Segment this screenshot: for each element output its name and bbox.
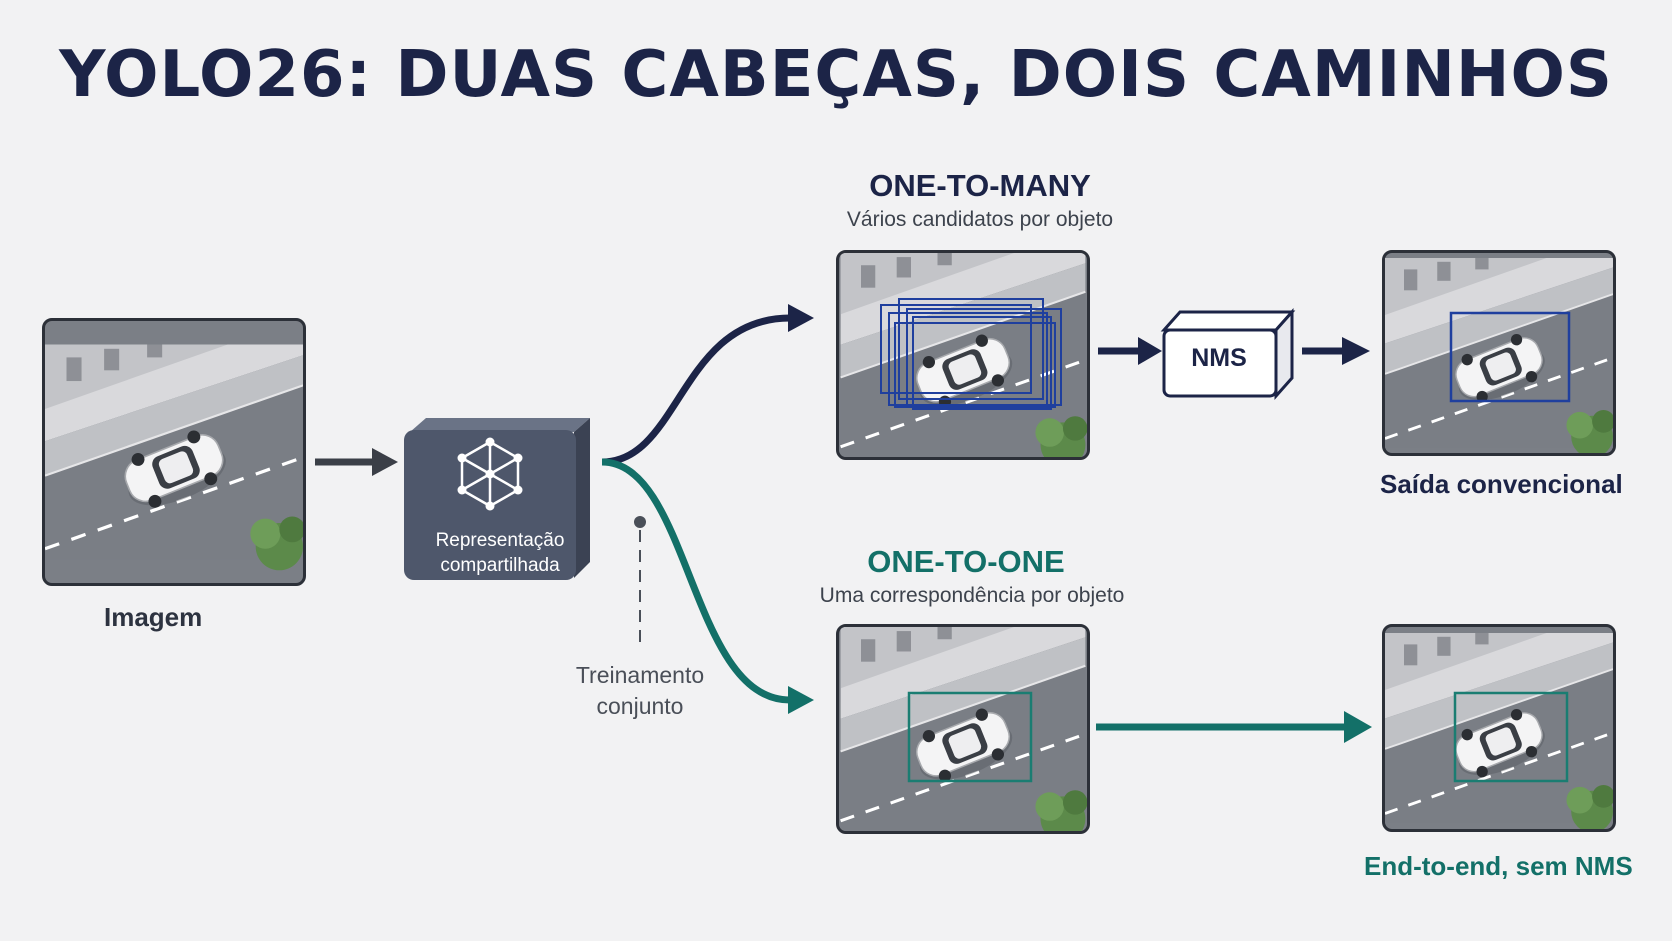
one-to-one-title: ONE-TO-ONE (867, 544, 1065, 579)
arrowhead-oone-output (1344, 711, 1372, 743)
training-line1: Treinamento (575, 662, 705, 688)
one-to-many-image (836, 250, 1090, 460)
training-dot (634, 516, 646, 528)
arrowhead-omany-nms (1138, 337, 1162, 365)
one-to-many-title: ONE-TO-MANY (869, 168, 1091, 203)
page-title: YOLO26: DUAS CABEÇAS, DOIS CAMINHOS (59, 38, 1613, 112)
final-box-teal (1453, 691, 1569, 783)
shared-representation-label: Representação compartilhada (400, 528, 600, 578)
training-line2: conjunto (596, 693, 684, 719)
arrowhead-input-shared (372, 448, 398, 476)
shared-label-line1: Representação (435, 530, 565, 551)
network-cube-icon (457, 437, 523, 511)
conventional-output-image (1382, 250, 1616, 456)
branch-one-to-many (601, 314, 791, 466)
nms-box (1160, 308, 1296, 400)
training-label: Treinamento conjunto (560, 660, 720, 722)
arrowhead-nms-output (1342, 337, 1370, 365)
shared-representation-box (404, 418, 590, 580)
final-box-navy (1449, 311, 1571, 403)
conventional-output-label: Saída convencional (1380, 469, 1623, 499)
match-box-teal (907, 691, 1033, 783)
nms-label-text: NMS (1191, 344, 1247, 372)
input-image (42, 318, 306, 586)
input-label: Imagem (104, 602, 203, 632)
shared-label-line2: compartilhada (440, 555, 560, 576)
end-to-end-output-label: End-to-end, sem NMS (1364, 851, 1633, 881)
arrowhead-one-to-one (788, 686, 814, 714)
arrowhead-one-to-many (788, 304, 814, 332)
branch-one-to-one (601, 458, 791, 704)
one-to-one-image (836, 624, 1090, 834)
one-to-many-subtitle: Vários candidatos por objeto (846, 208, 1114, 231)
one-to-one-subtitle: Uma correspondência por objeto (819, 584, 1125, 607)
end-to-end-output-image (1382, 624, 1616, 832)
candidate-boxes (880, 298, 1062, 410)
